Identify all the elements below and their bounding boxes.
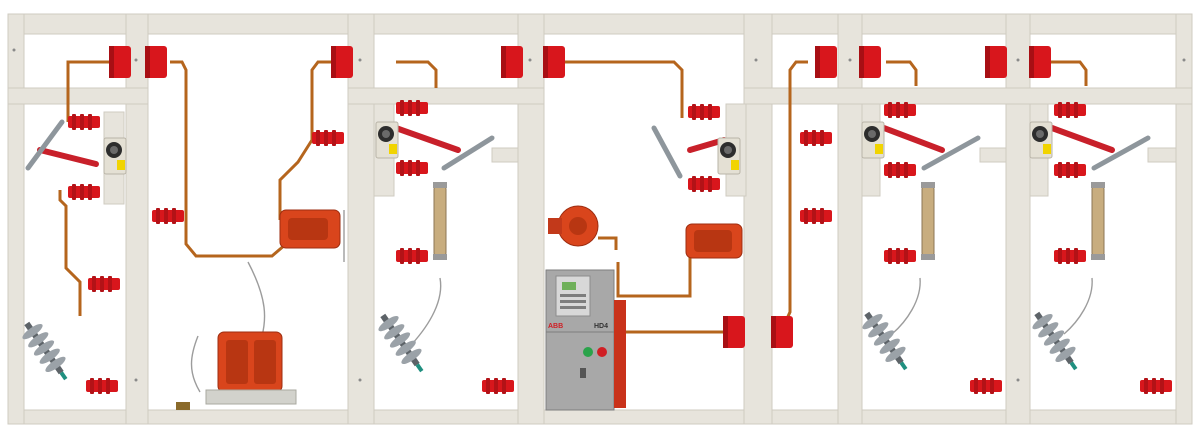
steel-frame: [7, 13, 1193, 425]
withdrawable-breaker: [176, 331, 297, 410]
cabinet-model-label: HD4: [594, 323, 608, 330]
current-transformers: [279, 205, 743, 259]
frame-bolts: [12, 48, 1186, 382]
breaker-cabinet: [545, 269, 626, 411]
cabinet-brand-label: ABB: [548, 323, 563, 330]
disconnect-switches: [25, 119, 1151, 179]
control-cables: [190, 210, 1093, 393]
